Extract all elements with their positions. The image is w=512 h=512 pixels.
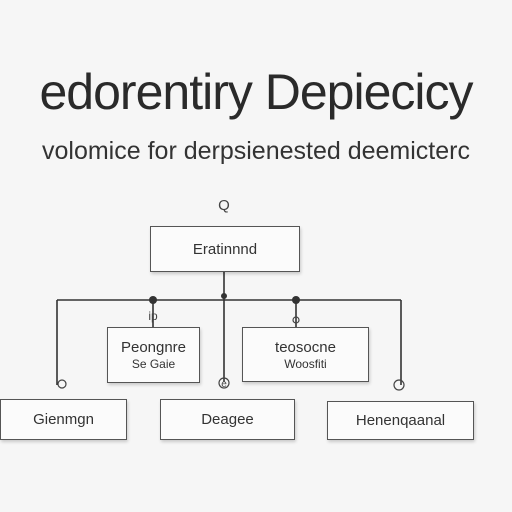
leaf-node-right[interactable]: Henenqaanal [327, 401, 474, 440]
page-subtitle: volomice for derpsienested deemicterc [42, 137, 470, 165]
connector-marker-center: e [221, 379, 227, 390]
page-title: edorentiry Depiecicy [39, 64, 474, 120]
root-node-label: Eratinnnd [192, 240, 258, 258]
leaf-node-left[interactable]: Gienmgn [0, 399, 127, 440]
leaf-node-right-label: Henenqaanal [355, 412, 446, 429]
leaf-node-center-label: Deagee [201, 411, 254, 428]
child-node-left-label: Peongnre [120, 339, 187, 356]
child-node-right-label: teosocne [275, 338, 336, 356]
top-marker: Q [218, 197, 230, 214]
child-node-right-sublabel: Woosfiti [284, 356, 327, 371]
leaf-node-center[interactable]: Deagee [160, 399, 295, 440]
connector-marker-left: ip [148, 309, 158, 323]
child-node-right[interactable]: teosocne Woosfiti [242, 327, 369, 382]
child-node-left[interactable]: Peongnre Se Gaie [107, 327, 200, 383]
root-node[interactable]: Eratinnnd [150, 226, 300, 272]
child-node-left-sublabel: Se Gaie [131, 357, 176, 371]
leaf-node-left-label: Gienmgn [33, 411, 94, 428]
